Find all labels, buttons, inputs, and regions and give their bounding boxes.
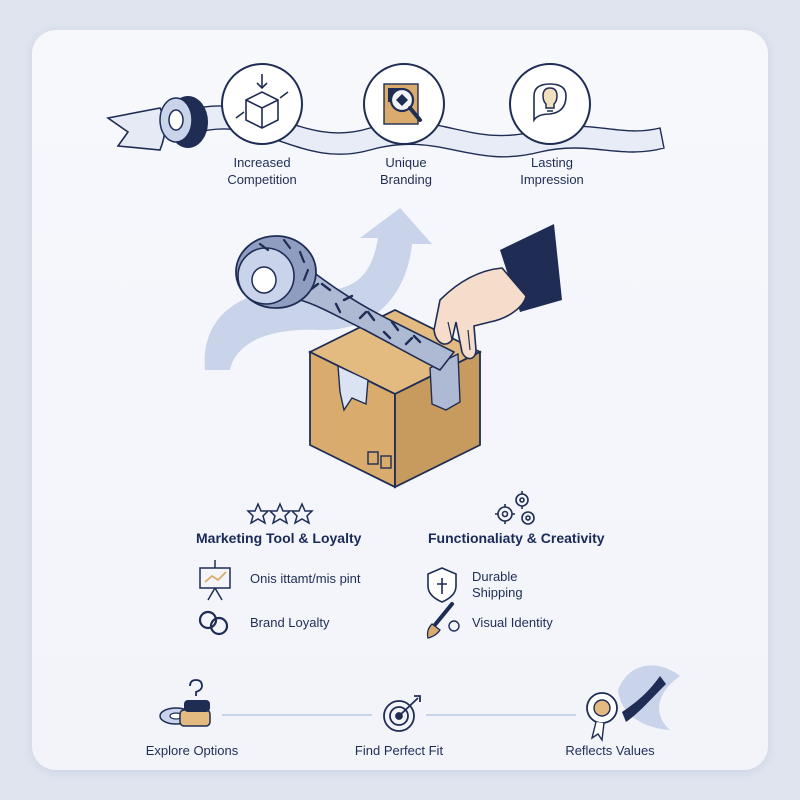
top-step-label-increased-competition: Increased Competition <box>227 155 297 187</box>
bottom-step-label-reflects-values: Reflects Values <box>565 743 655 758</box>
award-ribbon-icon <box>586 665 680 742</box>
paintbrush-icon <box>426 602 460 639</box>
gears-icon <box>495 491 535 525</box>
top-step-label-unique-branding: Unique Branding <box>379 155 433 187</box>
box-arrows-icon <box>221 63 303 145</box>
left-item-presentation: Onis ittamt/mis pint <box>250 571 361 586</box>
upward-arrow-icon <box>204 208 432 370</box>
rating-stars-icon <box>246 502 314 525</box>
target-arrow-icon <box>383 695 421 732</box>
magnifier-logo-icon <box>363 63 445 145</box>
right-item-visual-identity: Visual Identity <box>472 615 553 630</box>
left-item-brand-loyalty: Brand Loyalty <box>250 615 330 630</box>
shield-icon <box>427 567 457 603</box>
top-step-label-lasting-impression: Lasting Impression <box>520 155 584 187</box>
left-column-heading: Marketing Tool & Loyalty <box>196 530 362 546</box>
right-item-durable-shipping: Durable Shipping <box>472 569 523 600</box>
hand-applying-tape <box>433 224 562 360</box>
lightbulb-icon <box>509 63 591 145</box>
small-tape-roll-icon <box>159 96 208 148</box>
presentation-board-icon <box>199 560 231 601</box>
tape-rolls-question-icon <box>159 679 211 727</box>
linked-rings-icon <box>198 610 229 636</box>
right-column-heading: Functionaliaty & Creativity <box>428 530 605 546</box>
patterned-tape-roll <box>235 235 456 372</box>
bottom-step-label-explore-options: Explore Options <box>145 743 239 758</box>
bottom-step-label-find-perfect-fit: Find Perfect Fit <box>354 743 444 758</box>
